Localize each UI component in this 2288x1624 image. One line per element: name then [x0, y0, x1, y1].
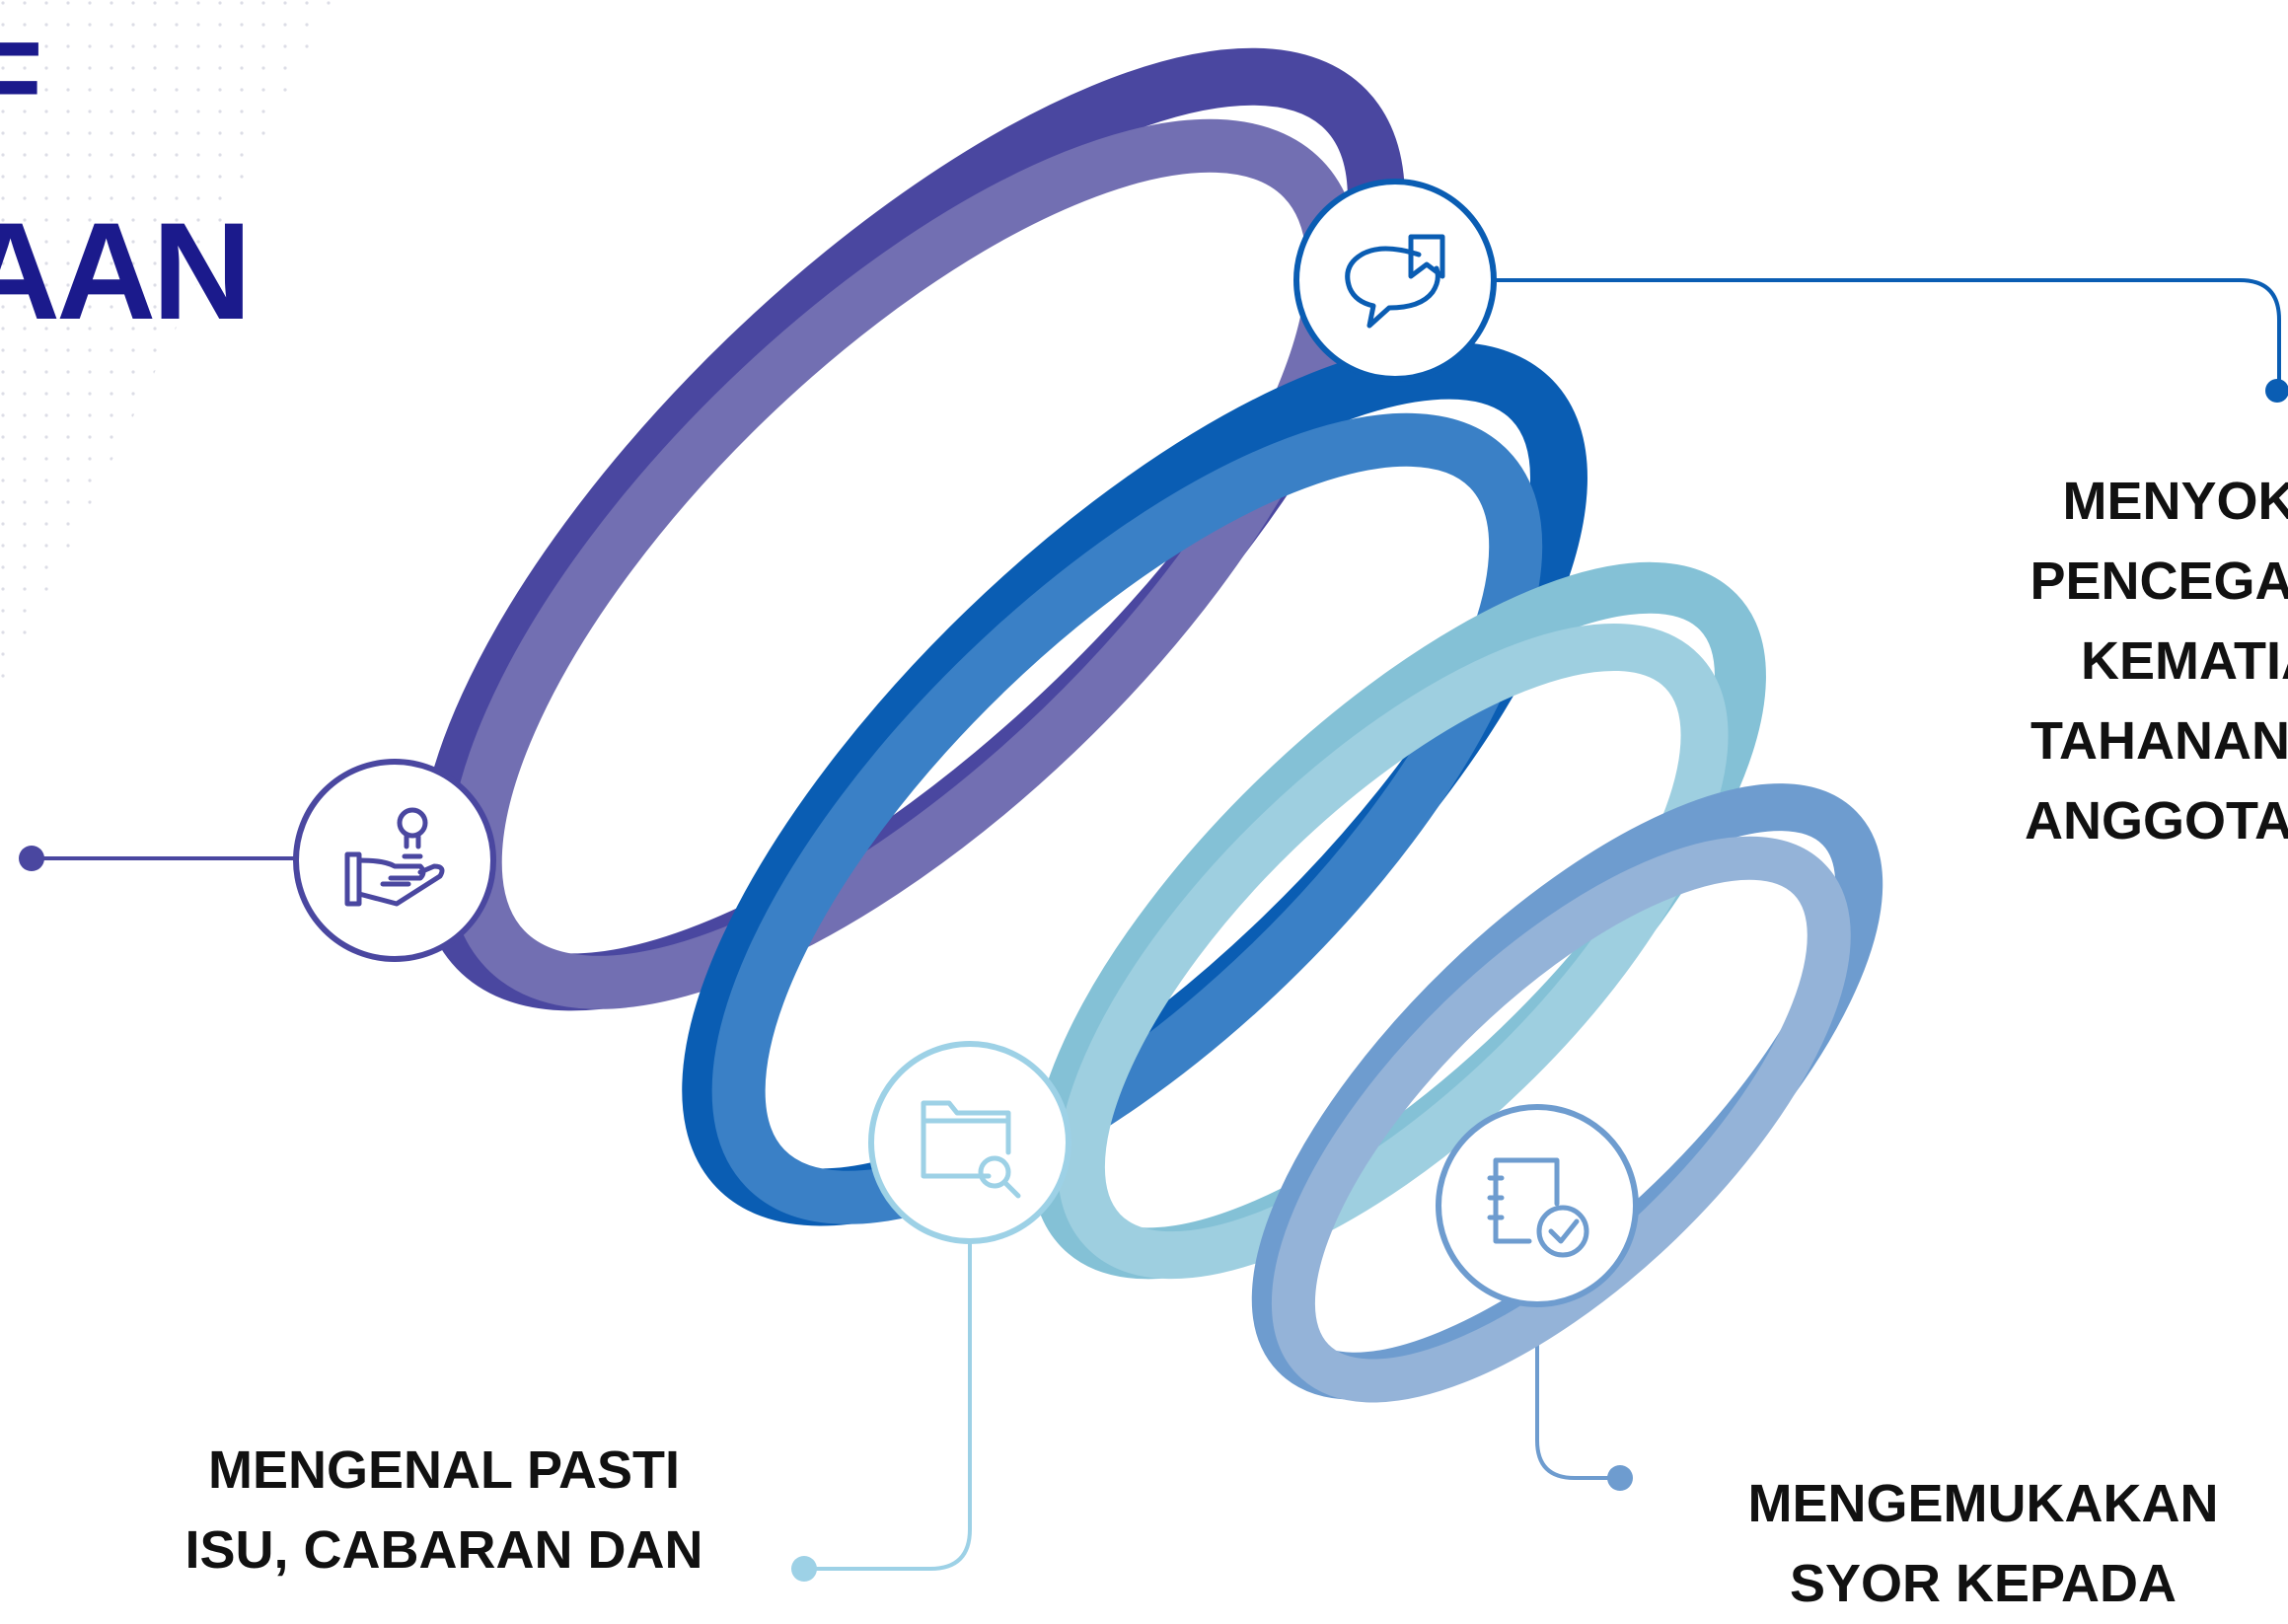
icon-badge-top	[1293, 179, 1497, 382]
callout-line: TAHANAN AT	[2030, 711, 2288, 771]
callout-line: ISU, CABARAN DAN	[185, 1520, 703, 1580]
icon-badge-bottom-right	[1436, 1104, 1639, 1307]
callout-line: MENGENAL PASTI	[207, 1440, 681, 1500]
hand-lightbulb-icon	[344, 807, 445, 907]
icon-badge-bottom-left	[868, 1041, 1071, 1244]
connector-dot-bottom-right	[1607, 1465, 1633, 1491]
callout-label-bottom-right: MENGEMUKAKAN SYOR KEPADA	[1687, 1464, 2279, 1624]
callout-label-bottom-left: MENGENAL PASTI ISU, CABARAN DAN	[148, 1431, 740, 1590]
callout-label-top-right: MENYOKO PENCEGAHA KEMATIA TAHANAN AT ANG…	[1904, 462, 2288, 861]
dot-texture	[0, 0, 335, 691]
ring-steel	[1251, 783, 1883, 1403]
notebook-check-icon	[1487, 1157, 1589, 1258]
ring-blue	[682, 341, 1587, 1226]
connector-dot-top-right	[2265, 379, 2288, 403]
connector-dot-left	[19, 846, 44, 871]
folder-search-icon	[921, 1100, 1021, 1199]
callout-line: KEMATIA	[2081, 631, 2288, 691]
callout-line: MENGEMUKAKAN	[1747, 1474, 2219, 1533]
rings-diagram	[0, 0, 2288, 1582]
chat-bookmark-icon	[1345, 234, 1445, 329]
callout-line: SYOR KEPADA	[1789, 1554, 2177, 1613]
callout-line: ANGGOTA PA	[2025, 791, 2288, 850]
title-line-1: F	[0, 18, 43, 150]
ring-cyan	[1031, 561, 1766, 1280]
callout-line: PENCEGAHA	[2030, 552, 2288, 611]
connector-top-right	[1490, 278, 2281, 389]
connector-dot-bottom-left	[791, 1556, 817, 1582]
connector-bottom-right	[1535, 1302, 1618, 1480]
title-line-2: AAN	[0, 193, 252, 348]
icon-badge-left	[293, 759, 496, 962]
ring-purple	[418, 47, 1405, 1011]
callout-line: MENYOKO	[2062, 472, 2288, 531]
connector-bottom-left	[804, 1238, 972, 1571]
